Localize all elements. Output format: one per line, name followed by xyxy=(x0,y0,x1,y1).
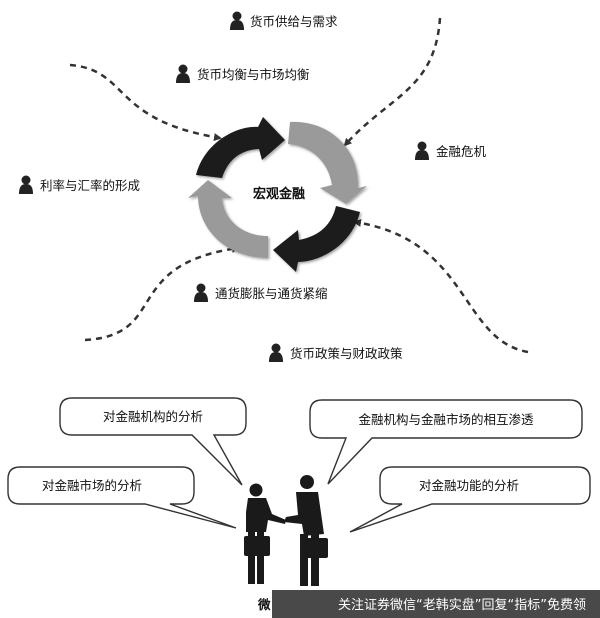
speech-bubble xyxy=(349,466,591,533)
dashed-arrow-right-top xyxy=(343,17,442,147)
cycle-ring xyxy=(188,117,367,272)
speech-bubble xyxy=(7,466,237,529)
bubble-label: 对金融市场的分析 xyxy=(42,478,142,493)
person-icon xyxy=(269,343,283,362)
cycle-arrow-top-left xyxy=(196,117,285,178)
bubble-label: 对金融功能的分析 xyxy=(419,478,519,493)
person-icon xyxy=(230,11,244,30)
speech-bubble xyxy=(59,397,247,486)
bottom-caption: 微 xyxy=(257,597,271,612)
person-icon xyxy=(19,175,33,194)
topic-label: 货币供给与需求 xyxy=(250,14,338,29)
handshake-figures xyxy=(244,475,328,586)
cycle-arrow-bottom-left xyxy=(188,180,268,258)
center-label: 宏观金融 xyxy=(253,186,305,202)
person-icon xyxy=(415,141,429,160)
topic-label: 金融危机 xyxy=(436,144,487,159)
person-icon xyxy=(176,64,190,83)
dashed-arrow-left-bottom xyxy=(84,244,240,342)
dashed-arrow-right-bottom xyxy=(353,218,529,354)
topic-label: 货币政策与财政政策 xyxy=(290,346,403,361)
cycle-arrow-top-right xyxy=(288,121,367,204)
person-icon xyxy=(194,283,208,302)
topic-label: 货币均衡与市场均衡 xyxy=(197,67,310,82)
bubble-label: 对金融机构的分析 xyxy=(103,409,203,424)
topic-label: 通货膨胀与通货紧缩 xyxy=(215,286,328,301)
speech-bubble xyxy=(309,399,583,485)
bubble-label: 金融机构与金融市场的相互渗透 xyxy=(358,412,534,427)
watermark-bar xyxy=(272,590,600,618)
watermark-text: 关注证券微信“老韩实盘”回复“指标”免费领 xyxy=(338,597,586,613)
cycle-arrow-bottom-right xyxy=(273,206,360,272)
dashed-arrow-left-top xyxy=(69,63,222,141)
topic-label: 利率与汇率的形成 xyxy=(40,178,140,193)
